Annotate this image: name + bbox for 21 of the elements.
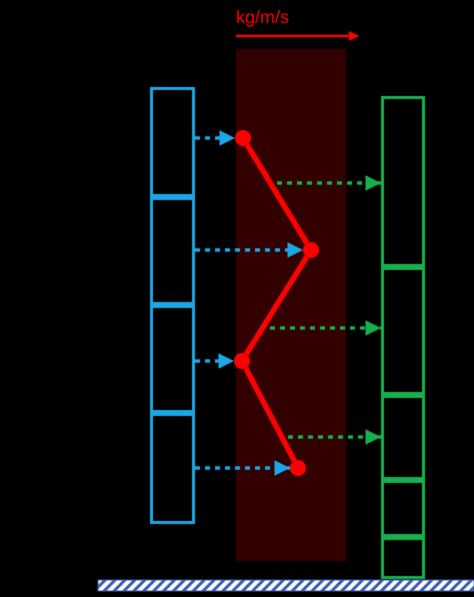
arrow xyxy=(195,242,303,258)
arrow xyxy=(195,130,235,146)
arrow xyxy=(195,460,290,476)
column-box xyxy=(150,413,195,524)
arrow xyxy=(195,353,234,369)
arrow xyxy=(270,320,381,336)
dot-marker xyxy=(234,353,250,369)
column-box xyxy=(150,87,195,197)
column-box xyxy=(150,305,195,413)
column-box xyxy=(381,395,425,480)
arrow xyxy=(288,429,381,445)
unit-label: kg/m/s xyxy=(236,7,290,28)
column-box xyxy=(381,480,425,537)
column-box xyxy=(381,537,425,579)
arrow xyxy=(277,175,381,191)
column-box xyxy=(381,267,425,395)
column-box xyxy=(381,96,425,267)
connector-line xyxy=(244,143,310,245)
connector-line xyxy=(244,255,310,356)
connector-line xyxy=(243,366,297,462)
column-box xyxy=(150,197,195,305)
